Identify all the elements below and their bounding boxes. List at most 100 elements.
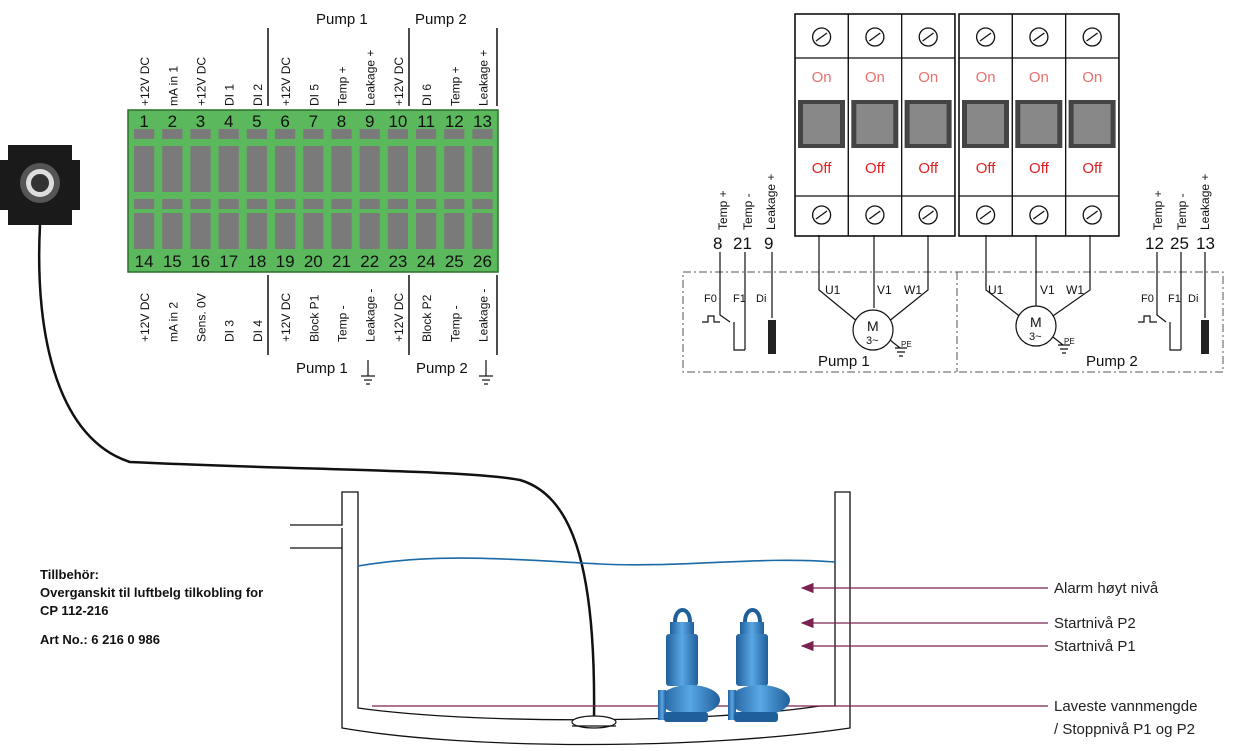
breaker-on-label: On	[865, 69, 885, 86]
level-lowest-line1: Laveste vannmengde	[1054, 698, 1197, 715]
terminal-label-bottom: +12V DC	[279, 293, 293, 342]
terminal-screw	[190, 146, 211, 192]
pump1-contact-f1: F1	[733, 293, 746, 305]
terminal-label-top: +12V DC	[138, 57, 152, 106]
pump2-pe-label: PE	[1064, 337, 1075, 346]
pump2-pin-12: 12	[1145, 234, 1164, 253]
terminal-screw	[162, 213, 183, 249]
terminal-number-top: 11	[417, 112, 435, 131]
breaker-on-label: On	[1082, 69, 1102, 86]
terminal-screw	[472, 146, 493, 192]
top-group-pump1: Pump 1	[316, 11, 368, 28]
terminal-label-bottom: DI 4	[251, 320, 265, 342]
terminal-slot	[416, 199, 437, 209]
pump2-pin-25: 25	[1170, 234, 1189, 253]
pump1-pins: Temp + Temp - Leakage + 8 21 9 F0 F1 Di	[702, 174, 778, 354]
terminal-label-top: DI 1	[223, 84, 237, 106]
terminal-slot	[303, 199, 324, 209]
terminal-screw	[275, 213, 296, 249]
breaker-pole	[1064, 13, 1120, 237]
terminal-block	[127, 109, 499, 273]
terminal-number-top: 13	[473, 112, 492, 131]
sensor-cable	[37, 224, 596, 719]
terminal-screw	[387, 146, 408, 192]
terminal-screw	[134, 213, 155, 249]
terminal-number-bottom: 21	[332, 252, 351, 271]
water-surface	[357, 557, 836, 567]
pump1-pin-9: 9	[764, 234, 773, 253]
terminal-label-top: Temp +	[336, 66, 350, 106]
terminal-number-bottom: 15	[163, 252, 182, 271]
pump2-contact-f1: F1	[1168, 293, 1181, 305]
terminal-slot	[134, 129, 155, 139]
ground-symbols	[361, 360, 493, 385]
terminal-screw	[218, 213, 239, 249]
terminal-number-bottom: 22	[360, 252, 379, 271]
terminal-slot	[246, 129, 267, 139]
terminal-slot	[218, 129, 239, 139]
terminal-number-top: 9	[365, 112, 374, 131]
terminal-slot	[275, 199, 296, 209]
pump2-name: Pump 2	[1086, 353, 1138, 370]
accessory-art-no: Art No.: 6 216 0 986	[40, 632, 160, 647]
breaker-off-label: Off	[812, 160, 833, 177]
terminal-slot	[162, 199, 183, 209]
pump1-pin-label-temp-minus: Temp -	[741, 193, 755, 230]
level-lowest-line2: / Stoppnivå P1 og P2	[1054, 721, 1195, 738]
pump2-phase-u1: U1	[988, 283, 1004, 297]
terminal-screw	[444, 213, 465, 249]
terminal-number-top: 3	[196, 112, 205, 131]
terminal-label-top: +12V DC	[195, 57, 209, 106]
terminal-screw	[331, 213, 352, 249]
pump2-pin-13: 13	[1196, 234, 1215, 253]
terminal-screw	[218, 146, 239, 192]
terminal-screw	[444, 146, 465, 192]
terminal-screw	[303, 146, 324, 192]
terminal-screw	[303, 213, 324, 249]
terminal-number-top: 2	[168, 112, 177, 131]
breaker-off-label: Off	[1029, 160, 1050, 177]
terminal-number-top: 8	[337, 112, 346, 131]
terminal-number-bottom: 18	[247, 252, 266, 271]
accessory-heading: Tillbehör:	[40, 567, 99, 582]
breaker-on-label: On	[812, 69, 832, 86]
terminal-slot	[387, 129, 408, 139]
pump2-contact-f0: F0	[1141, 293, 1154, 305]
pump1-motor-label: M	[867, 318, 879, 334]
breaker-on-label: On	[918, 69, 938, 86]
pump1-pin-21: 21	[733, 234, 752, 253]
terminal-label-top: DI 6	[420, 84, 434, 106]
pump2-phase-w1: W1	[1066, 283, 1084, 297]
terminal-number-top: 5	[252, 112, 261, 131]
terminal-slot	[387, 199, 408, 209]
pump1-phase-w1: W1	[904, 283, 922, 297]
terminal-screw	[275, 146, 296, 192]
terminal-label-bottom: Block P1	[307, 294, 321, 342]
pump1-contact-di: Di	[756, 293, 766, 305]
level-sensor-connector	[0, 145, 80, 225]
terminal-number-top: 4	[224, 112, 233, 131]
terminal-screw	[246, 146, 267, 192]
terminal-slot	[162, 129, 183, 139]
terminal-screw	[416, 213, 437, 249]
breaker-off-label: Off	[918, 160, 939, 177]
terminal-slot	[134, 199, 155, 209]
terminal-screw	[134, 146, 155, 192]
terminal-number-top: 1	[139, 112, 148, 131]
level-arrows	[800, 582, 1048, 652]
terminal-number-bottom: 23	[388, 252, 407, 271]
accessory-description: Overganskit til luftbelg tilkobling for	[40, 585, 264, 600]
terminal-number-top: 12	[445, 112, 464, 131]
terminal-number-bottom: 24	[417, 252, 436, 271]
pump2-pins: Temp + Temp - Leakage + 12 25 13 F0 F1 D…	[1138, 174, 1215, 354]
terminal-slot	[359, 199, 380, 209]
terminal-slot	[472, 199, 493, 209]
float-sensor	[571, 715, 617, 729]
level-start-p2: Startnivå P2	[1054, 615, 1136, 632]
pump2-pin-label-temp-plus: Temp +	[1151, 190, 1165, 230]
terminal-number-top: 7	[309, 112, 318, 131]
terminal-label-top: mA in 1	[166, 66, 180, 106]
terminal-number-bottom: 14	[135, 252, 154, 271]
terminal-slot	[331, 129, 352, 139]
